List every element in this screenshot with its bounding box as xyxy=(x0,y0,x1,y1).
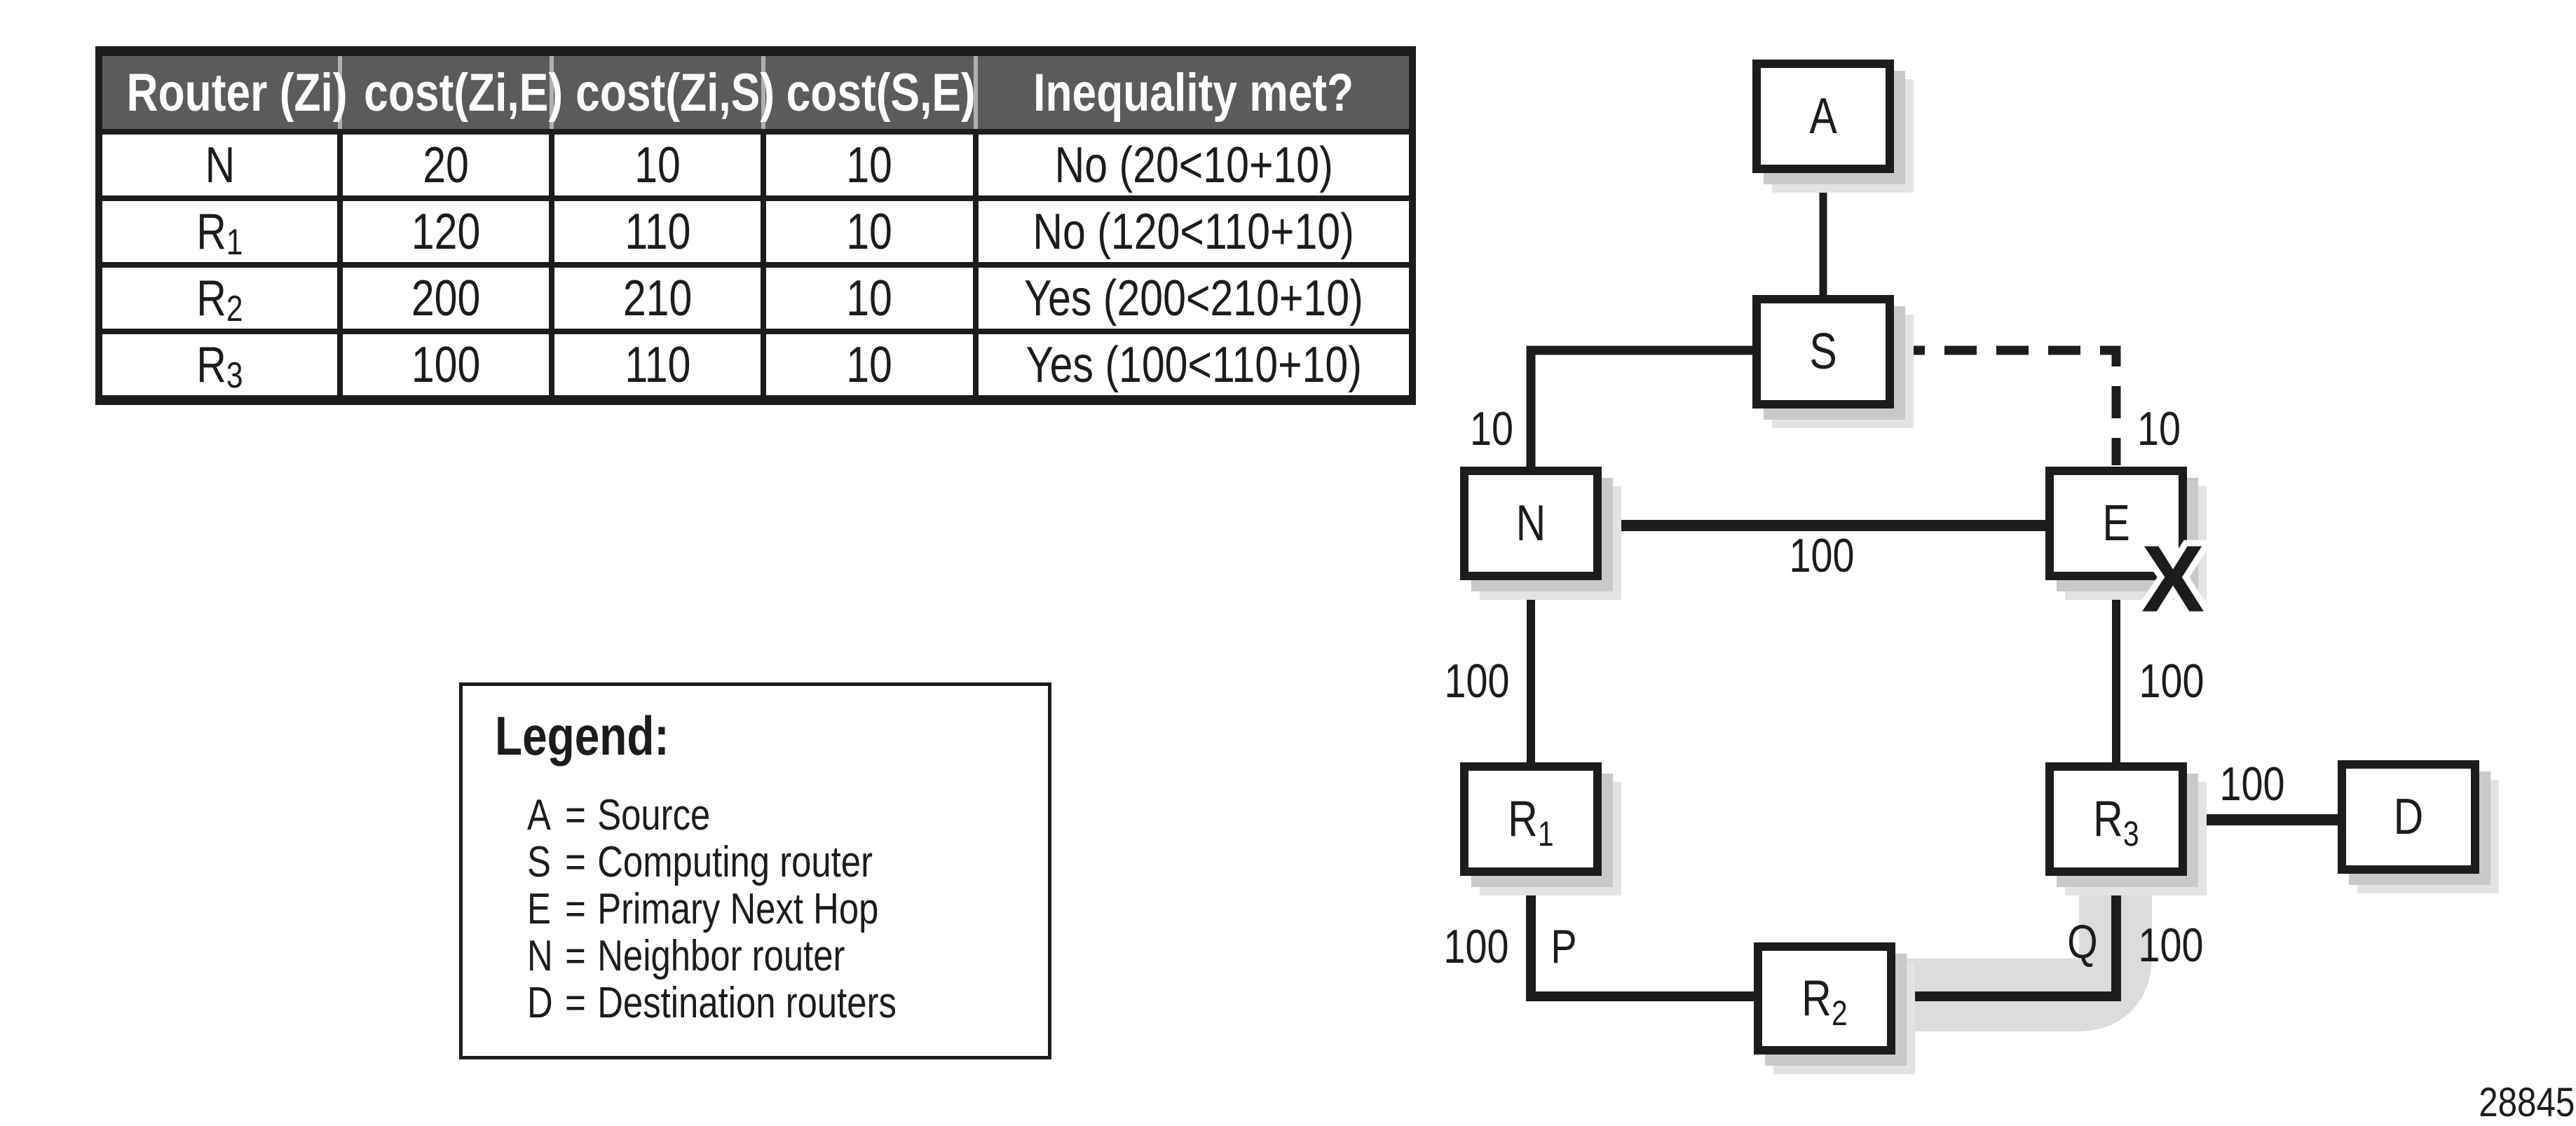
node-s: S xyxy=(1752,295,1894,408)
cost-zi-e-cell: 120 xyxy=(337,195,554,268)
node-r2: R2 xyxy=(1754,942,1895,1055)
cost-s-e-cell: 10 xyxy=(761,195,979,268)
table-row: N 20 10 10 No (20<10+10) xyxy=(96,129,1415,201)
point-label-p: P xyxy=(1551,920,1577,973)
node-e: E xyxy=(2045,467,2187,580)
cost-zi-e-cell: 200 xyxy=(337,262,554,334)
cost-label-r3-d: 100 xyxy=(2219,757,2285,811)
cost-s-e-cell: 10 xyxy=(761,329,979,403)
node-d: D xyxy=(2338,760,2479,874)
legend-items: A=Source S=Computing router E=Primary Ne… xyxy=(527,792,1048,1027)
legend-item: D=Destination routers xyxy=(527,979,897,1027)
cost-zi-s-cell: 110 xyxy=(549,195,766,268)
link-s-e-dashed xyxy=(1893,345,2121,465)
router-cell: R3 xyxy=(96,329,343,403)
col-header-inequality: Inequality met? xyxy=(974,51,1412,135)
col-header-cost-zi-s: cost(Zi,S) xyxy=(550,51,775,135)
table-row: R2 200 210 10 Yes (200<210+10) xyxy=(96,262,1415,334)
cost-label-e-r3: 100 xyxy=(2139,654,2204,708)
node-r1: R1 xyxy=(1460,762,1602,876)
legend-title: Legend: xyxy=(495,705,669,767)
cost-label-s-e: 10 xyxy=(2137,402,2181,455)
router-cell: N xyxy=(96,129,343,201)
inequality-cell: Yes (200<210+10) xyxy=(973,262,1415,334)
legend-item: N=Neighbor router xyxy=(527,932,845,980)
node-r3: R3 xyxy=(2045,762,2187,876)
cost-label-n-e: 100 xyxy=(1789,529,1855,582)
cost-label-q-r3: 100 xyxy=(2138,919,2204,972)
cost-zi-s-cell: 10 xyxy=(549,129,766,201)
link-s-n xyxy=(1526,345,1757,469)
cost-s-e-cell: 10 xyxy=(761,262,979,334)
legend-item: E=Primary Next Hop xyxy=(527,885,879,933)
cost-label-n-r1: 100 xyxy=(1444,654,1510,708)
node-a: A xyxy=(1752,60,1894,173)
col-header-router: Router (Zi) xyxy=(99,51,348,135)
cost-zi-s-cell: 210 xyxy=(549,262,766,334)
router-cell: R1 xyxy=(96,195,343,268)
node-n: N xyxy=(1460,467,1602,580)
figure-number: 28845 xyxy=(2478,1080,2575,1125)
legend-box: Legend: A=Source S=Computing router E=Pr… xyxy=(459,682,1051,1059)
cost-zi-s-cell: 110 xyxy=(549,329,766,403)
table-row: R1 120 110 10 No (120<110+10) xyxy=(96,195,1415,268)
cost-label-s-n: 10 xyxy=(1469,402,1514,455)
legend-item: S=Computing router xyxy=(527,838,873,886)
table-row: R3 100 110 10 Yes (100<110+10) xyxy=(96,329,1415,403)
inequality-cell: No (120<110+10) xyxy=(973,195,1415,268)
point-label-q: Q xyxy=(2067,915,2098,968)
inequality-cell: Yes (100<110+10) xyxy=(973,329,1415,403)
cost-s-e-cell: 10 xyxy=(761,129,979,201)
failed-link-x-marker: X xyxy=(2135,521,2211,638)
legend-item: A=Source xyxy=(527,791,711,839)
svg-text:X: X xyxy=(2141,526,2204,632)
inequality-cell: No (20<10+10) xyxy=(973,129,1415,201)
cost-comparison-table: Router (Zi) cost(Zi,E) cost(Zi,S) cost(S… xyxy=(95,46,1416,405)
cost-zi-e-cell: 20 xyxy=(337,129,554,201)
table-header-row: Router (Zi) cost(Zi,E) cost(Zi,S) cost(S… xyxy=(99,51,1412,135)
col-header-cost-s-e: cost(S,E) xyxy=(761,51,976,135)
col-header-cost-zi-e: cost(Zi,E) xyxy=(338,51,563,135)
cost-zi-e-cell: 100 xyxy=(337,329,554,403)
cost-label-r1-p: 100 xyxy=(1443,920,1509,973)
router-cell: R2 xyxy=(96,262,343,334)
